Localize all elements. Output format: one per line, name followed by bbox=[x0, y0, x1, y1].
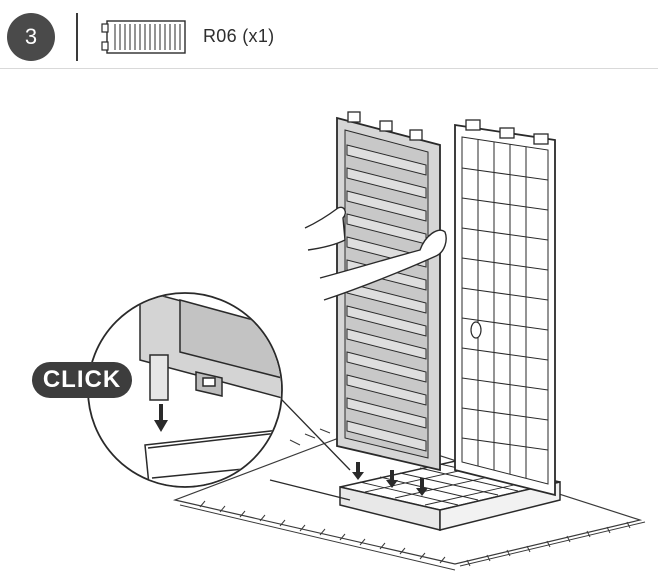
assembly-illustration bbox=[87, 111, 646, 571]
grid-panel bbox=[454, 119, 556, 497]
down-arrow-icon bbox=[352, 462, 428, 496]
slatted-panel-icon bbox=[101, 20, 186, 54]
part-quantity-label: R06 (x1) bbox=[203, 26, 275, 46]
header-divider bbox=[76, 13, 78, 61]
click-callout: CLICK bbox=[32, 362, 132, 398]
header-rule bbox=[0, 68, 658, 69]
slatted-panel bbox=[336, 111, 441, 472]
magnifier-circle bbox=[87, 292, 283, 488]
step-number-badge: 3 bbox=[7, 13, 55, 61]
step-header: 3 R06 (x1) bbox=[0, 0, 658, 70]
hands bbox=[304, 206, 447, 301]
floor-hatch bbox=[172, 428, 646, 571]
